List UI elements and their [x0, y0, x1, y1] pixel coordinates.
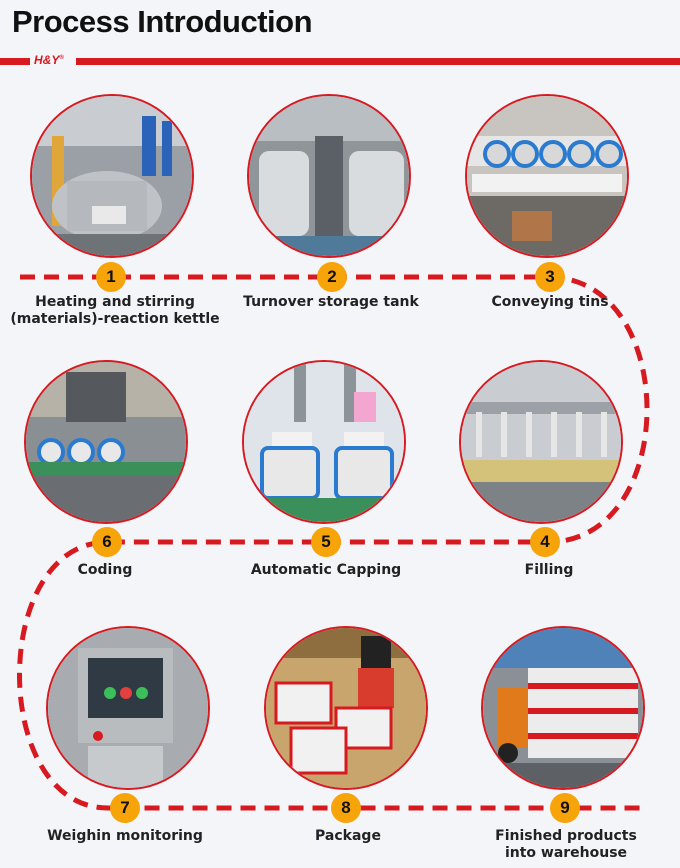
step-badge-5: 5	[311, 527, 341, 557]
step-label-1: Heating and stirring (materials)-reactio…	[10, 294, 220, 327]
step-badge-6: 6	[92, 527, 122, 557]
capping-machine-photo	[242, 360, 406, 524]
step-badge-8: 8	[331, 793, 361, 823]
filling-machine-photo	[459, 360, 623, 524]
step-badge-3: 3	[535, 262, 565, 292]
step-label-4: Filling	[524, 562, 574, 578]
weighing-monitor-photo	[46, 626, 210, 790]
conveying-tins-photo	[465, 94, 629, 258]
packaging-photo	[264, 626, 428, 790]
step-badge-2: 2	[317, 262, 347, 292]
step-label-3: Conveying tins	[491, 294, 609, 310]
warehouse-photo	[481, 626, 645, 790]
header-rule-left	[0, 58, 30, 65]
step-label-2: Turnover storage tank	[243, 294, 419, 310]
page-title: Process Introduction	[12, 4, 313, 39]
step-label-5: Automatic Capping	[250, 562, 402, 578]
storage-tank-photo	[247, 94, 411, 258]
step-badge-4: 4	[530, 527, 560, 557]
step-badge-1: 1	[96, 262, 126, 292]
step-label-8: Package	[315, 828, 381, 844]
brand-logo: H&Y®	[34, 53, 64, 67]
step-label-6: Coding	[77, 562, 133, 578]
step-badge-9: 9	[550, 793, 580, 823]
step-label-9: Finished products into warehouse	[495, 828, 637, 861]
step-label-7: Weighin monitoring	[47, 828, 203, 844]
step-badge-7: 7	[110, 793, 140, 823]
coding-machine-photo	[24, 360, 188, 524]
header-rule-right	[76, 58, 680, 65]
reaction-kettle-photo	[30, 94, 194, 258]
